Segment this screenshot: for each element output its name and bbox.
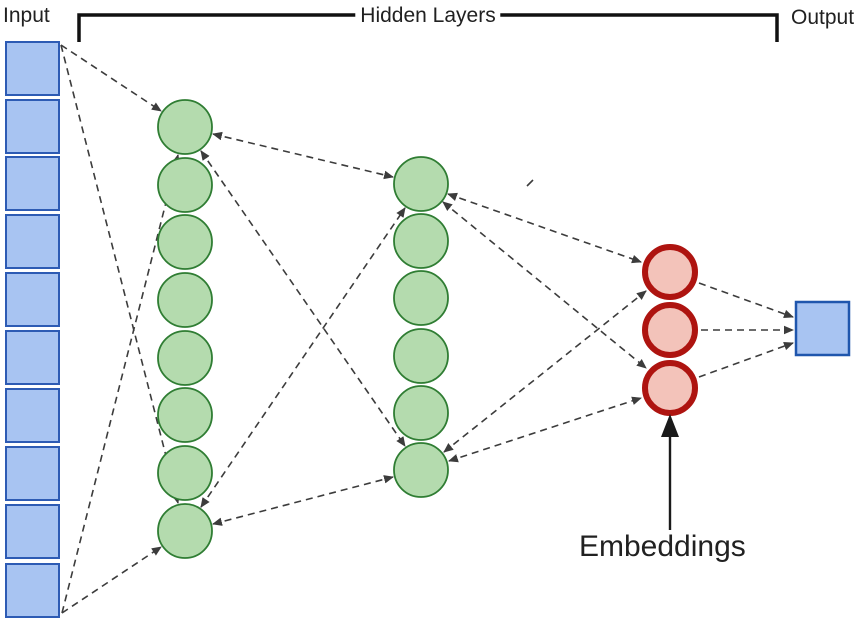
hidden1-node-circle	[157, 445, 213, 501]
hidden1-node-circle	[157, 503, 213, 559]
stray-mark	[526, 179, 534, 187]
input-node-square	[5, 563, 60, 618]
hidden1-node-circle	[157, 99, 213, 155]
input-node-square	[5, 272, 60, 327]
hidden1-node-circle	[157, 157, 213, 213]
connection-edge	[212, 131, 394, 180]
input-node-square	[5, 41, 60, 96]
connection-edge	[60, 44, 162, 112]
connection-edge	[698, 342, 794, 378]
connection-edge	[60, 44, 180, 504]
connection-edge	[442, 201, 647, 369]
connection-edge	[200, 150, 406, 447]
hidden2-node-circle	[393, 156, 449, 212]
embeddings-label: Embeddings	[579, 530, 746, 563]
input-node-square	[5, 156, 60, 211]
hidden1-node-circle	[157, 387, 213, 443]
input-node-square	[5, 214, 60, 269]
embedding-node-circle	[642, 360, 698, 416]
output-layer-label: Output	[791, 6, 855, 29]
input-node-square	[5, 99, 60, 154]
connection-edge	[200, 207, 406, 508]
input-node-square	[5, 388, 60, 443]
connection-edge	[698, 282, 794, 318]
hidden2-node-circle	[393, 270, 449, 326]
input-layer-label: Input	[3, 4, 50, 27]
connection-edge	[443, 290, 647, 453]
connection-edge	[61, 546, 162, 614]
input-node-square	[5, 504, 60, 559]
hidden2-node-circle	[393, 328, 449, 384]
connection-edge	[212, 475, 394, 526]
embedding-node-circle	[642, 244, 698, 300]
embedding-node-circle	[642, 302, 698, 358]
input-node-square	[5, 446, 60, 501]
connection-edge	[447, 192, 642, 264]
output-node-square	[794, 300, 851, 357]
hidden2-node-circle	[393, 213, 449, 269]
hidden2-node-circle	[393, 385, 449, 441]
hidden2-node-circle	[393, 442, 449, 498]
embeddings-arrow-head	[661, 414, 679, 437]
hidden-layers-label: Hidden Layers	[355, 4, 501, 28]
hidden1-node-circle	[157, 272, 213, 328]
input-node-square	[5, 330, 60, 385]
connection-edge	[61, 154, 180, 614]
hidden1-node-circle	[157, 214, 213, 270]
hidden1-node-circle	[157, 330, 213, 386]
connection-edge	[448, 396, 642, 463]
